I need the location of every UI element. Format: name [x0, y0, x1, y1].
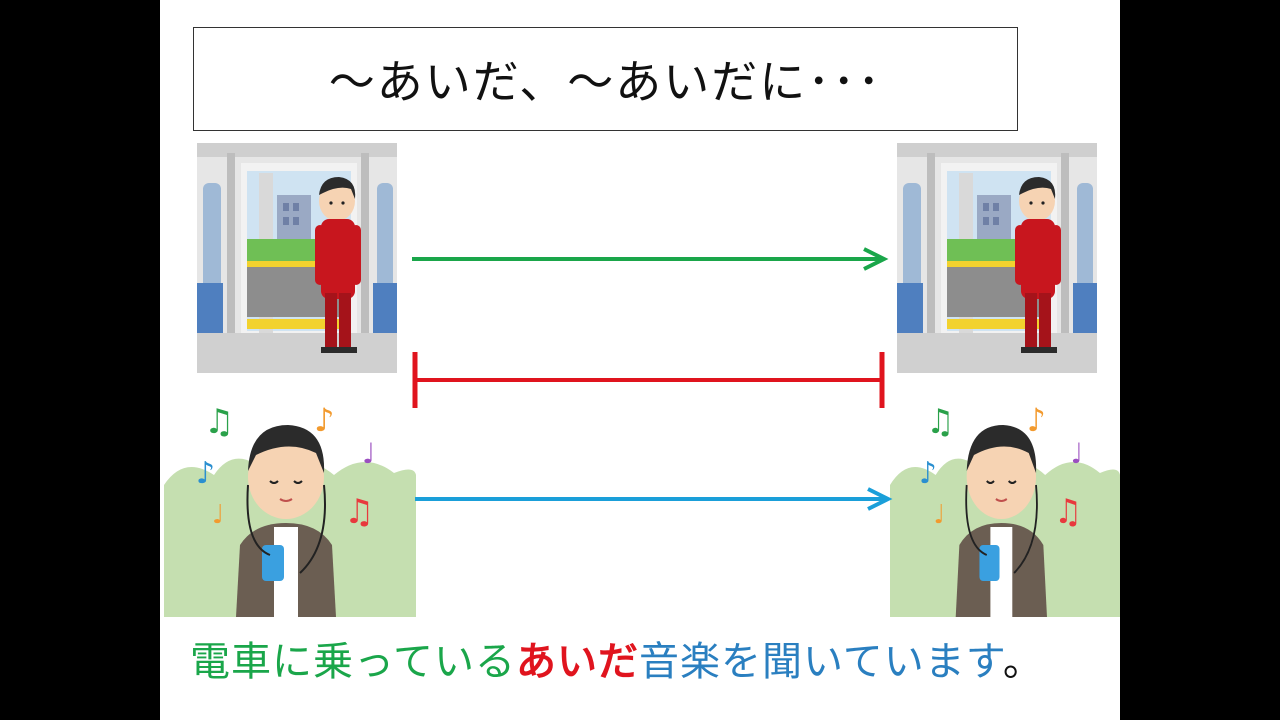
sentence-part-period: 。	[1002, 639, 1044, 685]
slide: ～あいだ、～あいだに･･･	[160, 0, 1120, 720]
svg-text:♩: ♩	[934, 499, 945, 529]
svg-text:♪: ♪	[314, 401, 334, 439]
svg-text:♫: ♫	[204, 402, 234, 442]
music-man-start-image: ♫ ♪ ♪ ♩ ♩ ♫	[164, 395, 416, 617]
train-man-start-image	[197, 143, 397, 373]
sentence-part-aida: あいだ	[516, 639, 639, 685]
slide-title: ～あいだ、～あいだに･･･	[328, 55, 883, 109]
sentence-part-music: 音楽を聞いています	[639, 639, 1003, 685]
svg-text:♫: ♫	[344, 492, 374, 532]
svg-text:♪: ♪	[1027, 403, 1046, 440]
svg-text:♩: ♩	[362, 437, 375, 470]
svg-text:♩: ♩	[1071, 438, 1083, 470]
blue-arrow	[415, 487, 893, 511]
example-sentence: 電車に乗っているあいだ音楽を聞いています。	[190, 632, 1120, 692]
svg-text:♩: ♩	[212, 500, 224, 530]
music-man-end-image: ♫ ♪ ♪ ♩ ♩ ♫	[890, 395, 1120, 617]
red-duration-bar	[412, 352, 885, 408]
timeline-arrows	[412, 247, 893, 511]
svg-text:♪: ♪	[919, 455, 936, 491]
title-box: ～あいだ、～あいだに･･･	[193, 27, 1018, 131]
green-arrow	[412, 247, 889, 271]
svg-text:♫: ♫	[1054, 492, 1082, 532]
svg-text:♪: ♪	[196, 456, 215, 491]
train-man-end-image	[897, 143, 1097, 373]
svg-text:♫: ♫	[927, 402, 955, 442]
sentence-part-train: 電車に乗っている	[190, 639, 516, 685]
